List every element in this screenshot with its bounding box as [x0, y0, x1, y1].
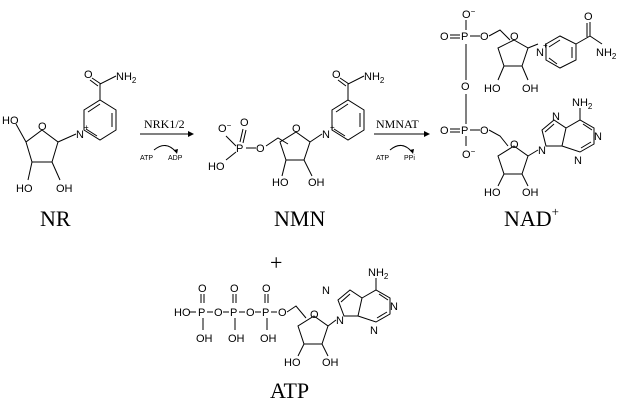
nmn-oh-3: HO: [272, 177, 289, 189]
atp-o-alpha: O: [262, 283, 271, 295]
atp-p-beta: P: [230, 307, 237, 319]
nr-structure: HO HO OH O N + O NH2: [2, 69, 137, 195]
nad-oh-d: OH: [522, 187, 539, 199]
nad-oh-c: HO: [484, 187, 501, 199]
atp-oh-alpha: OH: [260, 333, 277, 345]
nad-o-minus-2: O−: [462, 147, 476, 161]
nad-plus-n: +: [543, 41, 548, 50]
atp-structure: HO P O OH O P O OH O P O OH O O HO OH: [174, 267, 398, 369]
nad-nh2-top: NH2: [596, 47, 617, 61]
atp-ribose-ho: HO: [284, 357, 301, 369]
nad-amide-o: O: [584, 11, 593, 23]
atp-ester-o: O: [278, 307, 287, 319]
nad-n: N: [536, 47, 544, 59]
atp-ade-n9: N: [336, 315, 344, 327]
nad-ade-n7: N: [552, 111, 560, 123]
nad-ring-o-2: O: [510, 139, 519, 151]
atp-ribose-oh: OH: [322, 357, 339, 369]
cofactor-atp-2: ATP: [376, 155, 389, 162]
nad-ring-o-1: O: [510, 31, 519, 43]
nad-top-o-left: O: [440, 31, 449, 43]
nr-ho: HO: [2, 115, 19, 127]
cofactor-adp: ADP: [168, 155, 183, 162]
atp-o-beta: O: [230, 283, 239, 295]
nr-amide-o: O: [84, 69, 93, 81]
atp-ade-n7: N: [322, 285, 330, 297]
nad-ade-n1: N: [594, 131, 602, 143]
label-atp: ATP: [270, 378, 309, 403]
cofactor-atp-1: ATP: [140, 155, 153, 162]
atp-ring-o: O: [310, 309, 319, 321]
label-plus: +: [270, 250, 282, 275]
atp-ade-n3: N: [370, 325, 378, 337]
nmn-p: P: [236, 143, 243, 155]
atp-o-2: O: [246, 307, 255, 319]
nad-oh-a: HO: [484, 83, 501, 95]
nad-oh-b: OH: [522, 83, 539, 95]
nad-p-1: P: [461, 31, 468, 43]
nr-oh-3: HO: [16, 183, 33, 195]
atp-o-1: O: [214, 307, 223, 319]
nmn-p-oh: HO: [208, 161, 225, 173]
nmn-ester-o: O: [256, 143, 265, 155]
nr-ring-o: O: [38, 121, 47, 133]
nad-ester-o-2: O: [480, 125, 489, 137]
nmn-n: N: [322, 129, 330, 141]
arrow-nrk: NRK1/2 ATP ADP: [140, 117, 194, 162]
nmn-structure: O− P O HO O O HO OH N + O NH2: [208, 69, 385, 189]
atp-oh-gamma: OH: [196, 333, 213, 345]
atp-ade-nh2: NH2: [368, 267, 389, 281]
nmn-o-minus: O−: [218, 121, 232, 135]
nad-o-minus-1: O−: [462, 7, 476, 21]
label-nmn: NMN: [274, 206, 325, 231]
atp-p-alpha: P: [262, 307, 269, 319]
nr-n: N: [76, 129, 84, 141]
nmn-oh-2: OH: [308, 177, 325, 189]
nad-bridge-o: O: [461, 81, 470, 93]
nmn-nh2: NH2: [364, 71, 385, 85]
label-nad: NAD+: [504, 204, 559, 231]
nad-o-left-2: O: [440, 125, 449, 137]
nad-ade-n9: N: [538, 145, 546, 157]
nr-oh-2: OH: [56, 183, 73, 195]
atp-p-gamma: P: [198, 307, 205, 319]
nad-ade-n3: N: [574, 155, 582, 167]
nmn-ring-o: O: [292, 123, 301, 135]
cofactor-ppi: PPi: [404, 155, 415, 162]
nr-nh2: NH2: [116, 71, 137, 85]
nad-ester-o-1: O: [480, 31, 489, 43]
nad-ade-nh2: NH2: [572, 97, 593, 111]
atp-ho-1: HO: [174, 307, 191, 319]
enzyme-nmnat: NMNAT: [376, 117, 419, 131]
atp-o-gamma: O: [198, 283, 207, 295]
atp-ade-n1: N: [390, 301, 398, 313]
nad-p-2: P: [461, 125, 468, 137]
nad-structure: O− O P O O HO OH N + O NH2 O O P O−: [440, 7, 617, 199]
nmn-p-o: O: [240, 117, 249, 129]
nmn-amide-o: O: [332, 69, 341, 81]
atp-oh-beta: OH: [228, 333, 245, 345]
arrow-nmnat: NMNAT ATP PPi: [374, 117, 430, 162]
nmn-plus: +: [330, 123, 335, 132]
enzyme-nrk: NRK1/2: [144, 117, 185, 131]
nr-plus: +: [84, 123, 89, 132]
label-nr: NR: [40, 206, 71, 231]
